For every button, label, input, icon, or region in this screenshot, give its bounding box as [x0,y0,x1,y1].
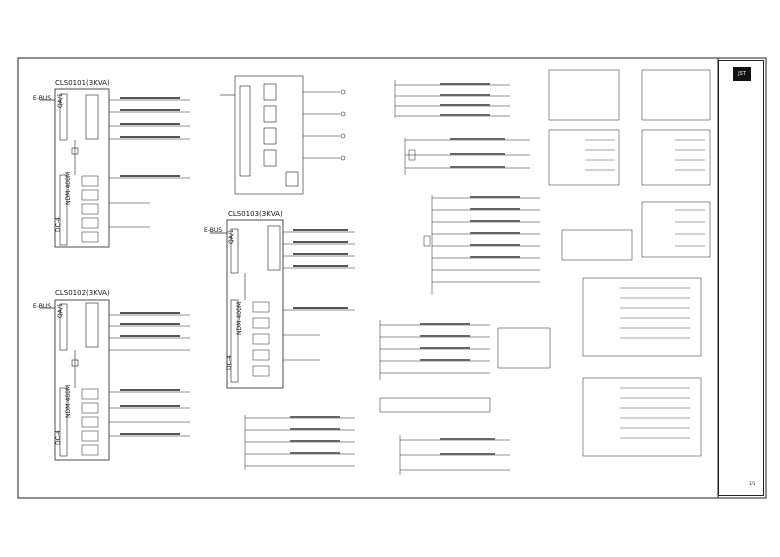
dc-unit-3: DC-4 [226,355,233,370]
title-block: JST 1/1 [718,60,764,496]
bus-label-1: E-BUS [33,95,52,102]
panel-1-title: CLS0101(3KVA) [55,79,110,87]
main-switch-1: QA/1 [57,93,64,108]
nvm-unit-2: NDM-400M [65,384,72,418]
bus-label-2: E-BUS [33,303,52,310]
page-number: 1/1 [749,481,756,486]
panel-2-title: CLS0102(3KVA) [55,289,110,297]
nvm-unit-3: NDM-400M [236,301,243,335]
distribution-box-rows [585,139,705,439]
dc-unit-1: DC-4 [55,217,62,232]
distribution-boxes [548,69,711,457]
subpanel-box-top [220,75,346,195]
panel-cls0101 [40,88,190,248]
panel-cls0103 [210,219,355,389]
bus-label-3: E-BUS [204,227,223,234]
sheet-outer-border [17,57,767,499]
nvm-unit-1: NDM-400M [65,171,72,205]
panel-cls0102 [40,299,190,461]
main-switch-3: QA/1 [228,229,235,244]
panel-3-title: CLS0103(3KVA) [228,210,283,218]
company-logo: JST [733,67,751,81]
branch-cable-text [290,83,520,455]
dc-unit-2: DC-4 [55,430,62,445]
main-switch-2: QA/1 [57,303,64,318]
